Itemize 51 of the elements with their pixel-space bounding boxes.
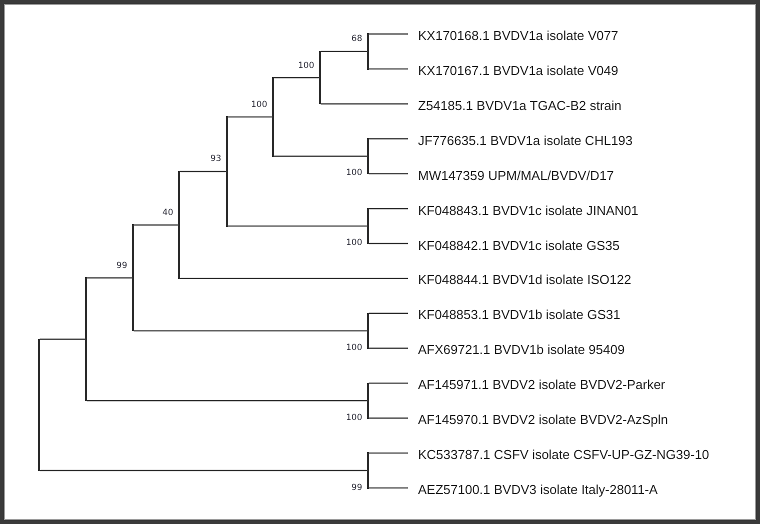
taxon-label: KX170168.1 BVDV1a isolate V077 bbox=[408, 28, 618, 44]
bootstrap-value: 100 bbox=[346, 168, 362, 178]
taxon-label: AF145970.1 BVDV2 isolate BVDV2-AzSpln bbox=[408, 412, 668, 428]
branch-line bbox=[40, 338, 86, 340]
branch-line bbox=[368, 348, 408, 349]
taxon-label: KF048844.1 BVDV1d isolate ISO122 bbox=[408, 272, 632, 288]
bootstrap-value: 100 bbox=[346, 412, 362, 423]
taxon-label: KF048853.1 BVDV1b isolate GS31 bbox=[408, 307, 620, 324]
branch-line bbox=[274, 156, 368, 157]
taxon-label: KF048843.1 BVDV1c isolate JINAN01 bbox=[408, 202, 638, 219]
branch-line bbox=[368, 173, 408, 174]
branch-line bbox=[134, 224, 178, 226]
branch-line bbox=[368, 382, 408, 384]
branch-line bbox=[320, 103, 408, 104]
branch-line bbox=[134, 330, 368, 332]
branch-line bbox=[368, 312, 408, 314]
branch-line bbox=[368, 138, 408, 140]
bootstrap-value: 93 bbox=[210, 154, 222, 164]
branch-line bbox=[86, 400, 368, 402]
bootstrap-value: 68 bbox=[351, 34, 362, 44]
branch-line bbox=[180, 278, 408, 280]
taxon-label: KF048842.1 BVDV1c isolate GS35 bbox=[408, 238, 620, 254]
bootstrap-value: 99 bbox=[351, 482, 362, 492]
branch-line bbox=[228, 116, 272, 118]
bootstrap-value: 100 bbox=[346, 238, 362, 248]
branch-line bbox=[368, 33, 408, 35]
branch-line bbox=[368, 242, 408, 244]
bootstrap-value: 100 bbox=[251, 100, 268, 110]
bootstrap-value: 99 bbox=[116, 260, 128, 271]
bootstrap-value: 100 bbox=[346, 342, 362, 353]
branch-line bbox=[274, 77, 320, 78]
taxon-label: KX170167.1 BVDV1a isolate V049 bbox=[408, 62, 618, 79]
taxon-label: MW147359 UPM/MAL/BVDV/D17 bbox=[408, 168, 614, 184]
taxon-label: AFX69721.1 BVDV1b isolate 95409 bbox=[408, 342, 625, 358]
taxon-label: Z54185.1 BVDV1a TGAC-B2 strain bbox=[408, 98, 622, 114]
branch-line bbox=[180, 170, 226, 172]
taxon-label: KC533787.1 CSFV isolate CSFV-UP-GZ-NG39-10 bbox=[408, 447, 710, 464]
branch-line bbox=[368, 487, 408, 489]
branch-line bbox=[368, 452, 408, 454]
taxon-label: JF776635.1 BVDV1a isolate CHL193 bbox=[408, 132, 633, 149]
branch-line bbox=[368, 68, 408, 70]
branch-line bbox=[368, 208, 408, 210]
branch-line bbox=[368, 418, 408, 419]
branch-line bbox=[40, 470, 368, 472]
bootstrap-value: 100 bbox=[298, 60, 314, 71]
bootstrap-value: 40 bbox=[162, 208, 174, 218]
taxon-label: AEZ57100.1 BVDV3 isolate Italy-28011-A bbox=[408, 482, 658, 498]
branch-line bbox=[228, 225, 368, 227]
branch-line bbox=[86, 277, 132, 278]
taxon-label: AF145971.1 BVDV2 isolate BVDV2-Parker bbox=[408, 377, 666, 394]
branch-line bbox=[320, 50, 368, 52]
